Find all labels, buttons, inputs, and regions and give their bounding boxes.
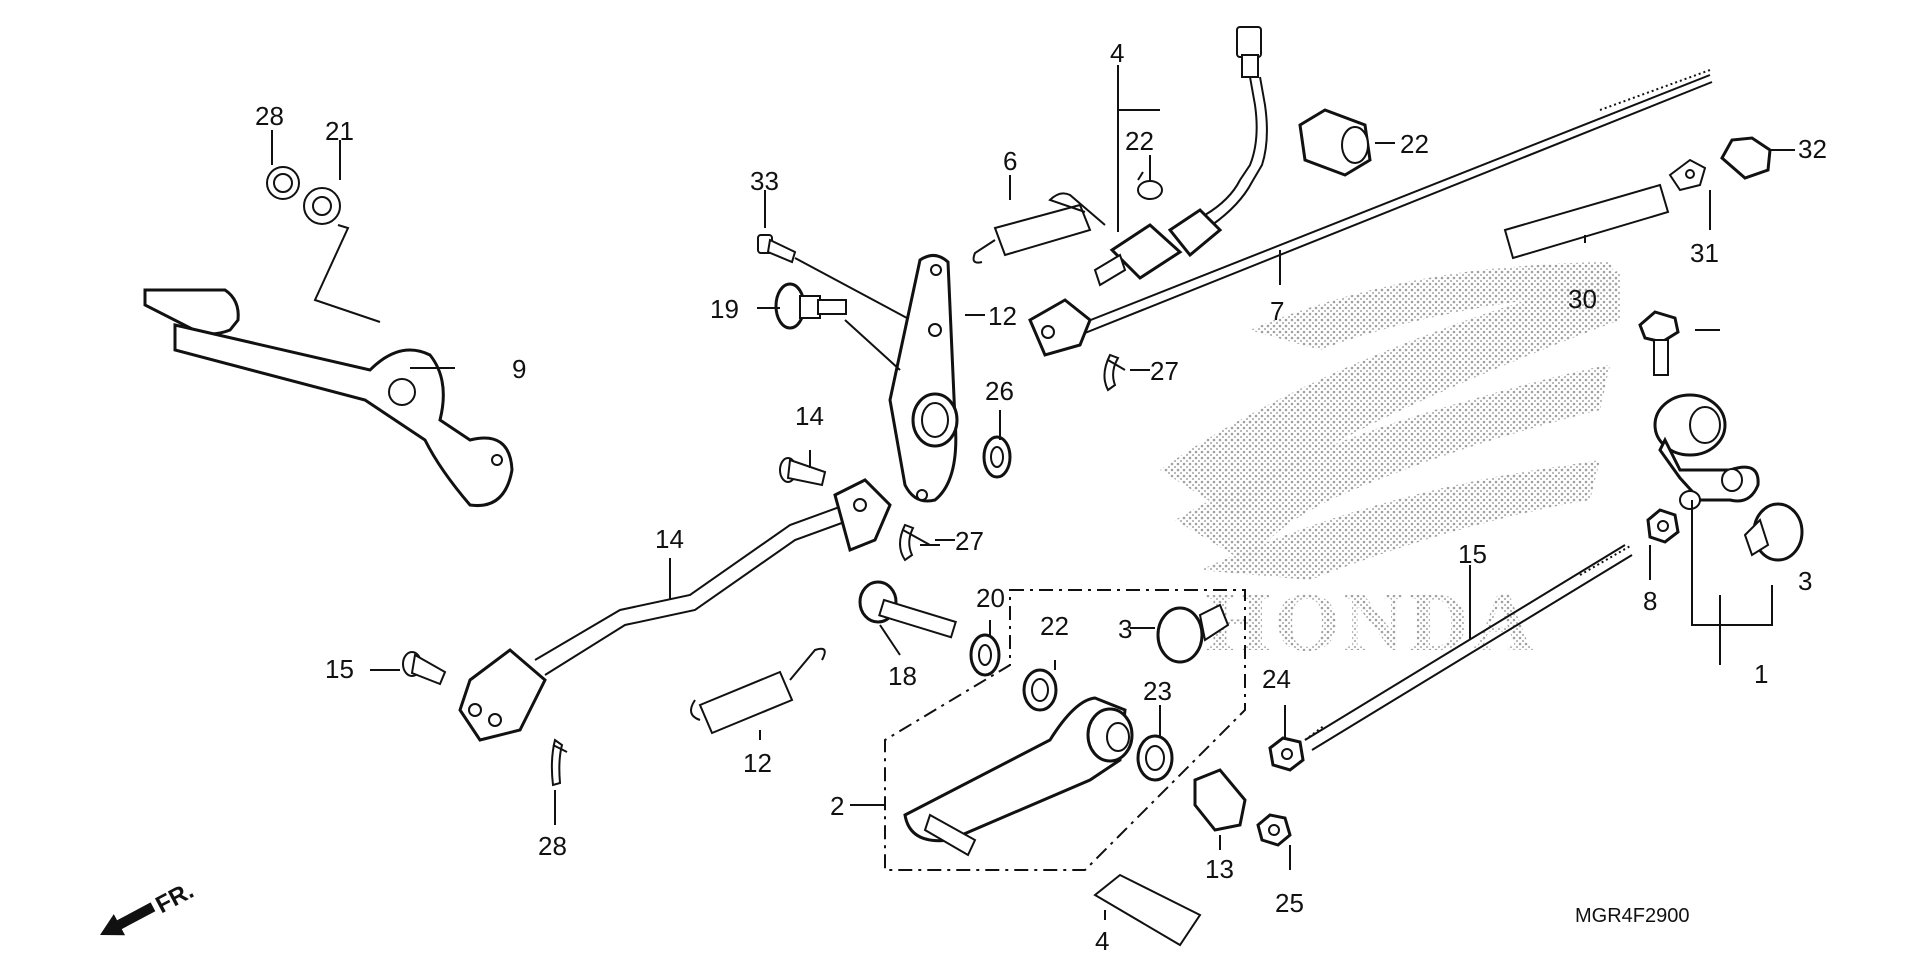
label-part-25: 26 <box>985 376 1014 406</box>
assembly-box-part-2 <box>884 589 1246 871</box>
label-part-13: 14 <box>655 524 684 554</box>
collar-part-12 <box>1193 768 1247 832</box>
label-part-16: 18 <box>888 661 917 691</box>
cotter-pin-part-27-upper <box>899 523 931 562</box>
clamp-part-21 <box>1298 108 1372 177</box>
rod-part-7 <box>1028 69 1713 357</box>
rod-part-13 <box>458 478 892 742</box>
spring-part-11 <box>690 647 826 735</box>
nut-part-8 <box>1646 508 1680 544</box>
honda-wing-watermark: HONDA <box>1160 262 1620 669</box>
pin-part-32 <box>757 234 797 264</box>
label-part-8: 8 <box>1643 586 1657 616</box>
bolt-part-16 <box>858 580 957 639</box>
label-part-12: 13 <box>1205 854 1234 884</box>
diagram-code: MGR4F2900 <box>1575 905 1690 927</box>
label-part-27-upper: 27 <box>955 526 984 556</box>
spring-part-29 <box>1503 183 1670 260</box>
washer-part-18 <box>969 633 1001 677</box>
knob-part-3-right <box>1743 502 1804 562</box>
arm-part-2 <box>903 696 1134 857</box>
label-part-14-lower: 15 <box>325 654 354 684</box>
circlip-part-28 <box>266 166 300 200</box>
washer-part-19 <box>303 187 341 225</box>
front-label: FR. <box>151 877 198 919</box>
label-part-3-middle: 3 <box>1118 614 1132 644</box>
nut-part-24 <box>1256 813 1292 847</box>
plate-part-10 <box>888 254 959 503</box>
label-part-18: 20 <box>976 583 1005 613</box>
label-part-19: 21 <box>325 116 354 146</box>
washer-part-22-upper <box>1022 668 1058 712</box>
label-part-11: 12 <box>743 748 772 778</box>
bolt-part-17 <box>774 282 847 330</box>
rod-part-15 <box>1304 544 1633 751</box>
label-part-26: 27 <box>1150 356 1179 386</box>
cap-part-31 <box>1720 136 1772 180</box>
leader-lines <box>271 65 1795 920</box>
front-direction-arrow: FR. <box>100 877 198 936</box>
clip-part-20 <box>1137 171 1163 200</box>
knob-part-3-middle <box>1156 603 1230 664</box>
spring-part-6 <box>972 192 1106 264</box>
pin-part-14-upper <box>779 457 827 487</box>
label-part-24: 25 <box>1275 888 1304 918</box>
label-part-22-lower: 23 <box>1143 676 1172 706</box>
label-part-5: 4 <box>1110 38 1124 68</box>
label-part-10: 12 <box>988 301 1017 331</box>
label-part-7: 7 <box>1270 296 1284 326</box>
rubber-part-4 <box>1093 873 1202 947</box>
label-part-30: 31 <box>1690 238 1719 268</box>
label-part-2: 2 <box>830 791 844 821</box>
label-part-1: 1 <box>1754 659 1768 689</box>
label-part-22-upper: 22 <box>1040 611 1069 641</box>
brake-pedal-part-9 <box>143 288 514 508</box>
part-labels: 9 28 21 33 12 19 26 14 27 6 4 22 22 7 27… <box>255 38 1827 956</box>
washer-part-22-lower <box>1136 734 1174 782</box>
label-part-21: 22 <box>1400 129 1429 159</box>
pin-part-14-lower <box>402 651 447 686</box>
bolt-part-33 <box>1638 310 1680 376</box>
label-part-28: 28 <box>255 101 284 131</box>
shift-arm-part-1 <box>1653 393 1760 510</box>
label-part-23: 24 <box>1262 664 1291 694</box>
cotter-pin-part-27-lower <box>550 738 568 787</box>
label-part-32: 33 <box>750 166 779 196</box>
washer-part-25 <box>982 435 1012 479</box>
label-part-31: 32 <box>1798 134 1827 164</box>
label-part-14-upper: 14 <box>795 401 824 431</box>
label-part-4: 4 <box>1095 926 1109 956</box>
label-part-29: 30 <box>1568 284 1597 314</box>
cotter-pin-part-26 <box>1103 353 1126 392</box>
honda-watermark-text: HONDA <box>1205 576 1538 669</box>
label-part-6: 6 <box>1003 146 1017 176</box>
label-part-20: 22 <box>1125 126 1154 156</box>
nut-part-23 <box>1268 736 1305 772</box>
label-part-3-right: 3 <box>1798 566 1812 596</box>
label-part-9: 9 <box>512 354 526 384</box>
label-part-27-lower: 28 <box>538 831 567 861</box>
label-part-15: 15 <box>1458 539 1487 569</box>
label-part-17: 19 <box>710 294 739 324</box>
nut-part-30 <box>1668 158 1707 192</box>
switch-part-5 <box>1093 26 1268 287</box>
arrow-left-icon <box>100 902 156 936</box>
